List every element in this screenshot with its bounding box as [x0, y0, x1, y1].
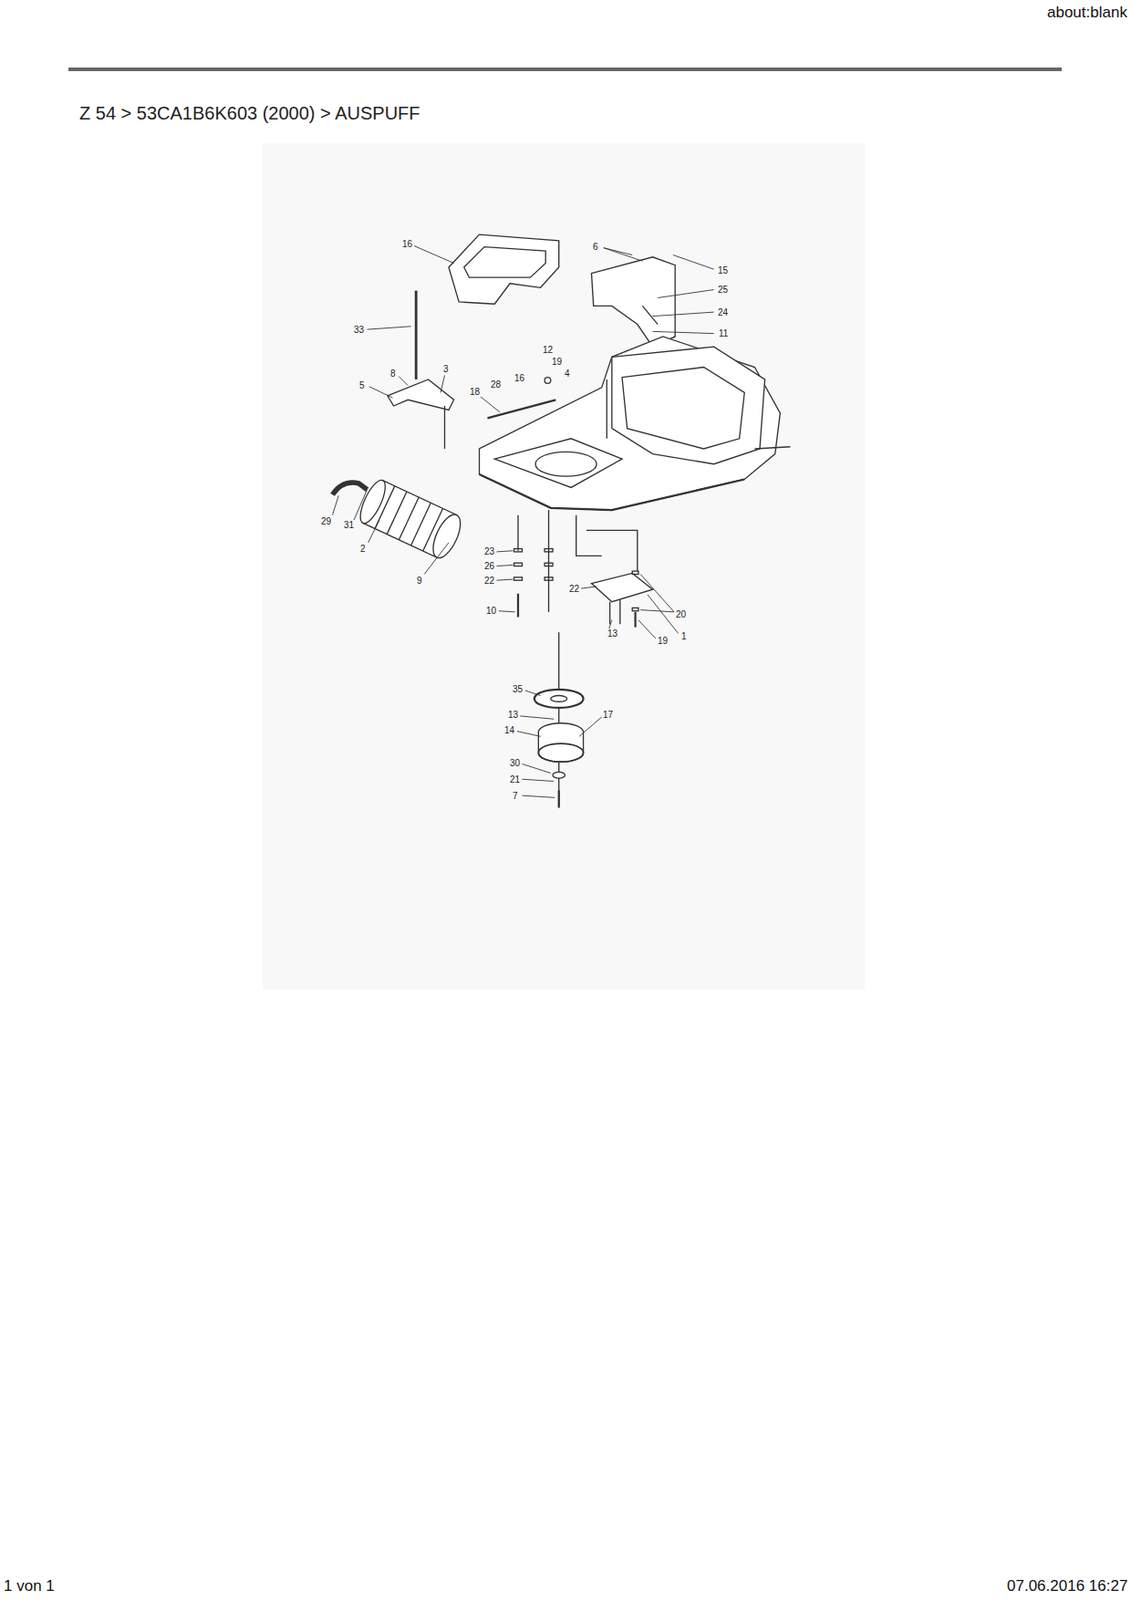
page-title: Z 54 > 53CA1B6K603 (2000) > AUSPUFF [79, 103, 421, 125]
rear-bracket [591, 257, 675, 347]
callout-number: 19 [656, 635, 669, 646]
muffler-rib [411, 502, 432, 546]
callout-number: 26 [483, 560, 496, 571]
browser-print-text: about:blank [1047, 3, 1128, 22]
callout-number: 19 [550, 356, 563, 367]
callout-number: 20 [674, 609, 687, 620]
exhaust-pipe [332, 482, 368, 495]
guide-line [444, 405, 446, 449]
pulley-hub [550, 695, 568, 703]
callout-number: 12 [541, 344, 554, 355]
callout-number: 3 [442, 363, 450, 374]
muffler-end [427, 510, 467, 562]
callout-number: 10 [485, 605, 498, 616]
muffler-rib [398, 497, 419, 540]
image-ground [262, 143, 865, 990]
callout-number: 24 [716, 307, 729, 318]
frame-part [448, 234, 560, 304]
engine-top [622, 367, 745, 449]
bolt [633, 612, 636, 628]
callout-number: 13 [606, 628, 619, 639]
callout-number: 30 [508, 757, 521, 768]
callout-number: 2 [359, 543, 367, 554]
callout-number: 8 [389, 368, 397, 379]
bolt [544, 377, 551, 384]
plate-leg [619, 599, 621, 624]
callout-number: 22 [483, 575, 496, 586]
engine-block [612, 346, 766, 465]
callout-number: 25 [716, 284, 729, 295]
callout-number: 17 [601, 709, 614, 720]
muffler-rib [423, 508, 444, 551]
clutch-rim [538, 743, 583, 762]
bracket [387, 379, 455, 411]
plate-leg [609, 601, 611, 625]
engine-side [606, 379, 608, 439]
deck-opening [494, 438, 623, 488]
callout-number: 16 [401, 238, 414, 250]
callout-number: 15 [716, 265, 729, 276]
guide-line [548, 509, 550, 613]
callout-number: 1 [680, 631, 688, 642]
frame-rail [754, 446, 790, 449]
frame-opening [464, 247, 546, 279]
bolt-stack [514, 549, 553, 618]
callout-number: 21 [508, 774, 521, 785]
callout-number: 14 [503, 725, 516, 736]
browser-print-text: 07.06.2016 16:27 [1006, 1577, 1128, 1596]
washer [632, 607, 639, 611]
bracket-edge [642, 305, 658, 324]
callout-number: 22 [568, 583, 581, 594]
header-rule [68, 67, 1062, 72]
deck-hole [535, 451, 597, 477]
callout-number: 28 [489, 379, 502, 390]
callout-number: 35 [511, 684, 524, 695]
callout-number: 11 [717, 328, 729, 339]
bolt [558, 790, 561, 809]
guide-line [586, 529, 638, 571]
callout-number: 16 [513, 373, 526, 384]
callout-number: 5 [358, 380, 366, 391]
callout-number: 23 [483, 546, 496, 557]
muffler-rib [386, 491, 407, 535]
washer [552, 771, 565, 779]
washer [632, 570, 639, 574]
callout-number: 18 [468, 386, 481, 397]
muffler-rib [374, 486, 395, 530]
callout-number: 29 [320, 516, 333, 527]
clutch-body [538, 732, 583, 762]
callout-number: 13 [507, 709, 519, 720]
callout-number: 9 [415, 575, 424, 586]
deck-edge [479, 474, 746, 510]
callout-number: 33 [352, 324, 365, 335]
guide-line [576, 515, 602, 557]
guide-line [558, 632, 560, 806]
guide-line [517, 515, 519, 551]
chassis [479, 336, 781, 510]
browser-print-text: 1 von 1 [3, 1577, 55, 1596]
callout-number: 31 [342, 519, 355, 530]
leader-lines [332, 245, 715, 798]
pulley [534, 689, 584, 708]
callout-number: 7 [511, 790, 519, 801]
callout-number: 4 [563, 368, 571, 379]
callout-number: 6 [591, 241, 600, 252]
rod [415, 290, 418, 380]
parts-drawing [332, 234, 791, 808]
